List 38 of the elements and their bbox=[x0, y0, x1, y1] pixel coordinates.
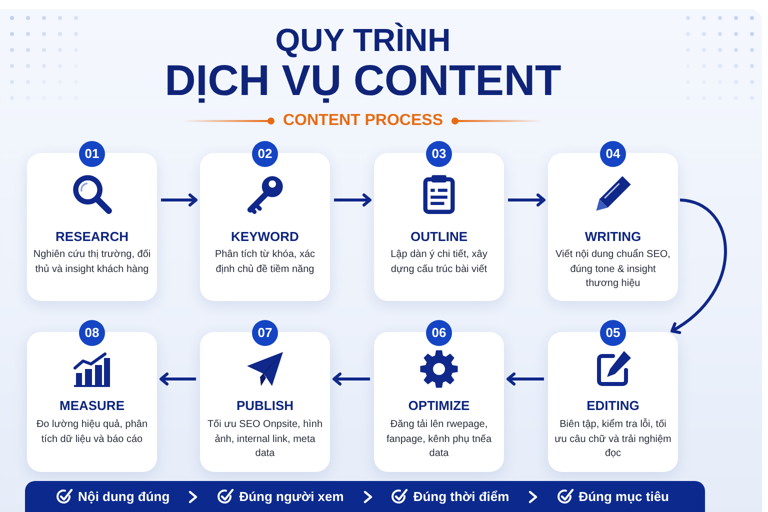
banner-text: Đúng mục tiêu bbox=[578, 488, 669, 504]
step-number: 01 bbox=[79, 141, 105, 167]
step-number: 05 bbox=[600, 320, 626, 346]
step-description: Biên tập, kiểm tra lỗi, tối ưu câu chữ và trải nghiệm đọc bbox=[554, 418, 672, 461]
step-title: WRITING bbox=[584, 229, 642, 245]
arrow bbox=[332, 372, 370, 386]
arrow bbox=[508, 194, 546, 206]
step-title: EDITING bbox=[586, 398, 640, 414]
curved-arrow bbox=[670, 198, 727, 334]
step-number: 02 bbox=[252, 141, 278, 167]
subtitle: CONTENT PROCESS bbox=[282, 111, 443, 131]
step-title: RESEARCH bbox=[54, 229, 130, 245]
arrow bbox=[161, 194, 198, 206]
step-number: 06 bbox=[426, 320, 452, 346]
banner-text: Nội dung đúng bbox=[78, 488, 170, 504]
step-description: Phân tích từ khóa, xác định chủ đề tiềm năng bbox=[214, 248, 316, 276]
step-description: Lập dàn ý chi tiết, xây dựng cấu trúc bài viết bbox=[390, 248, 488, 276]
step-title: KEYWORD bbox=[230, 229, 300, 245]
arrow bbox=[160, 372, 196, 386]
step-number: 03 bbox=[426, 141, 452, 167]
step-description: Đo lường hiệu quả, phân tích dữ liệu và báo cáo bbox=[35, 418, 149, 446]
banner-text: Đúng thời điểm bbox=[413, 488, 510, 504]
banner-bar bbox=[25, 481, 705, 512]
step-title: OPTIMIZE bbox=[407, 398, 471, 414]
step-title: OUTLINE bbox=[409, 229, 469, 245]
step-number: 08 bbox=[79, 320, 105, 346]
step-description: Viết nội dung chuẩn SEO, đúng tone & insight thương hiệu bbox=[554, 248, 672, 291]
step-number: 07 bbox=[252, 320, 278, 346]
step-title: MEASURE bbox=[58, 398, 126, 414]
arrow bbox=[506, 372, 544, 386]
step-description: Tối ưu SEO Onpsite, hình ảnh, internal link, meta data bbox=[206, 418, 324, 461]
step-number: 04 bbox=[600, 141, 626, 167]
title: QUY TRÌNH DỊCH VỤ CONTENT bbox=[164, 22, 562, 104]
step-description: Đăng tải lên rwepage, fanpage, kênh phụ tnếa data bbox=[385, 418, 493, 461]
banner-text: Đúng người xem bbox=[239, 488, 344, 504]
step-description: Nghiên cứu thị trường, đối thủ và insight khách hàng bbox=[32, 248, 152, 276]
arrow bbox=[334, 194, 372, 206]
step-title: PUBLISH bbox=[235, 398, 295, 414]
